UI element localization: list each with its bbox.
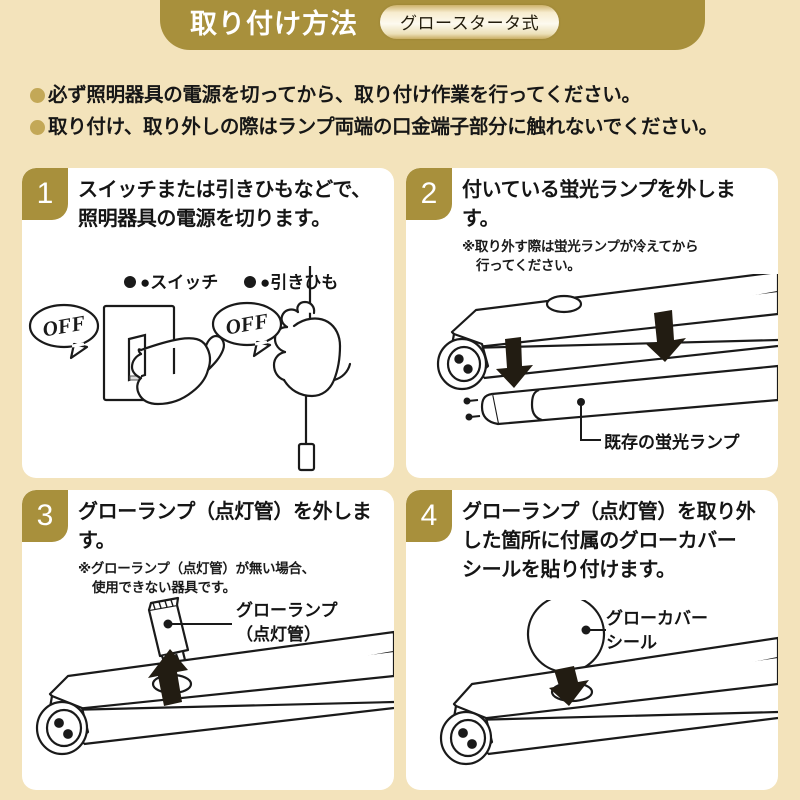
up-arrow-icon: [148, 649, 188, 706]
warning-note-text: 必ず照明器具の電源を切ってから、取り付け作業を行ってください。: [48, 84, 641, 106]
glow-lamp-label-line-2: （点灯管）: [236, 624, 321, 644]
bullet-dot-icon: [30, 88, 45, 103]
step-2-title-line-1: 付いている蛍光ランプを外します。: [462, 179, 736, 230]
warning-note-text: 取り付け、取り外しの際はランプ両端の口金端子部分に触れないでください。: [48, 116, 718, 138]
down-arrow-icon: [549, 666, 589, 706]
step-4-title-line-1: グローランプ（点灯管）を取り外: [462, 501, 756, 523]
light-fixture-icon: [452, 636, 778, 756]
step-2-header: 付いている蛍光ランプを外します。 ※取り外す際は蛍光ランプが冷えてから 行ってく…: [406, 168, 778, 275]
warning-note-item: 取り付け、取り外しの際はランプ両端の口金端子部分に触れないでください。: [30, 114, 780, 140]
lamp-socket-icon: [35, 694, 90, 756]
glow-cover-callout: [581, 625, 606, 635]
cord-heading-dot-icon: [244, 276, 256, 288]
existing-lamp-callout: [577, 398, 601, 441]
switch-heading-dot-icon: [124, 276, 136, 288]
step-2-subnote-line-1: ※取り外す際は蛍光ランプが冷えてから: [462, 239, 699, 254]
light-fixture-icon: [450, 274, 778, 380]
header-type-badge-label: グロースタータ式: [400, 14, 540, 33]
step-number-badge-3: 3: [22, 490, 68, 542]
header-type-badge: グロースタータ式: [380, 4, 560, 39]
step-1-illustration: ●スイッチ ●引きひも: [22, 266, 394, 478]
step-4-title-line-2: した箇所に付属のグローカバー: [462, 530, 737, 552]
steps-grid: 1 スイッチまたは引きひもなどで、 照明器具の電源を切ります。 ●スイッチ ●引…: [22, 168, 778, 790]
warning-note-list: 必ず照明器具の電源を切ってから、取り付け作業を行ってください。 取り付け、取り外…: [30, 82, 780, 146]
page-title: 取り付け方法: [190, 8, 358, 39]
step-4-illustration: グローカバー シール: [406, 600, 778, 790]
step-card-3: 3 グローランプ（点灯管）を外します。 ※グローランプ（点灯管）が無い場合、 使…: [22, 490, 394, 790]
glow-cover-label-line-1: グローカバー: [606, 608, 708, 628]
lamp-socket-icon: [439, 704, 494, 766]
step-2-subnote: ※取り外す際は蛍光ランプが冷えてから 行ってください。: [462, 237, 768, 275]
off-bubble-right: OFF: [211, 301, 283, 358]
step-number-badge-1: 1: [22, 168, 68, 220]
step-3-subnote-line-1: ※グローランプ（点灯管）が無い場合、: [78, 561, 315, 576]
step-2-illustration: 既存の蛍光ランプ: [406, 274, 778, 478]
step-2-subnote-line-2: 行ってください。: [476, 258, 581, 273]
step-3-subnote-line-2: 使用できない器具です。: [92, 580, 236, 595]
off-bubble-left: OFF: [28, 303, 100, 360]
step-4-header: グローランプ（点灯管）を取り外 した箇所に付属のグローカバー シールを貼り付けま…: [406, 490, 778, 585]
gripping-hand-icon: [272, 300, 352, 398]
step-3-illustration: グローランプ （点灯管）: [22, 594, 394, 790]
step-number-badge-4: 4: [406, 490, 452, 542]
step-4-title-line-3: シールを貼り付けます。: [462, 559, 676, 581]
down-arrow-icon: [496, 310, 686, 388]
existing-lamp-label: 既存の蛍光ランプ: [604, 432, 740, 452]
step-card-4: 4 グローランプ（点灯管）を取り外 した箇所に付属のグローカバー シールを貼り付…: [406, 490, 778, 790]
step-1-title-line-1: スイッチまたは引きひもなどで、: [78, 179, 371, 201]
step-card-2: 2 付いている蛍光ランプを外します。 ※取り外す際は蛍光ランプが冷えてから 行っ…: [406, 168, 778, 478]
cord-heading-label: ●引きひも: [260, 273, 338, 292]
step-number-4: 4: [420, 499, 438, 532]
step-number-2: 2: [420, 177, 438, 210]
step-3-header: グローランプ（点灯管）を外します。 ※グローランプ（点灯管）が無い場合、 使用で…: [22, 490, 394, 597]
bullet-dot-icon: [30, 120, 45, 135]
step-card-1: 1 スイッチまたは引きひもなどで、 照明器具の電源を切ります。 ●スイッチ ●引…: [22, 168, 394, 478]
glow-lamp-label-line-1: グローランプ: [236, 600, 338, 620]
step-1-header: スイッチまたは引きひもなどで、 照明器具の電源を切ります。: [22, 168, 394, 234]
warning-note-item: 必ず照明器具の電源を切ってから、取り付け作業を行ってください。: [30, 82, 780, 108]
glow-cover-label-line-2: シール: [606, 633, 657, 652]
pointing-hand-icon: [130, 334, 225, 406]
fluorescent-tube-icon: [463, 364, 778, 426]
step-number-3: 3: [36, 499, 54, 532]
header-banner: 取り付け方法 グロースタータ式: [160, 0, 705, 50]
glow-cover-seal-icon: [526, 600, 606, 674]
light-fixture-icon: [48, 630, 394, 746]
step-number-badge-2: 2: [406, 168, 452, 220]
step-3-title-line-1: グローランプ（点灯管）を外します。: [78, 501, 372, 552]
step-3-subnote: ※グローランプ（点灯管）が無い場合、 使用できない器具です。: [78, 559, 384, 597]
step-number-1: 1: [36, 177, 54, 210]
switch-heading-label: ●スイッチ: [140, 273, 218, 292]
glow-lamp-callout: [163, 619, 232, 629]
lamp-socket-icon: [436, 332, 490, 391]
step-1-title-line-2: 照明器具の電源を切ります。: [78, 208, 331, 230]
